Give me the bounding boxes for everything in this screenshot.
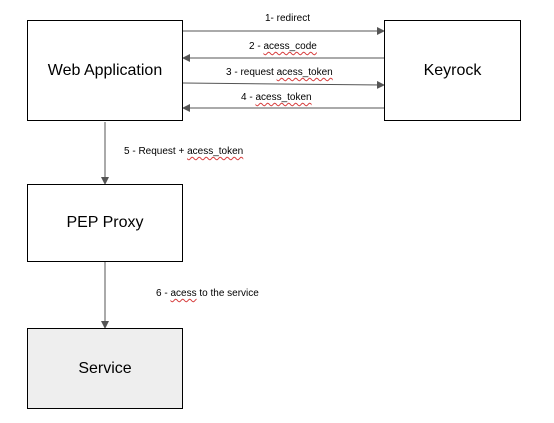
edge-label-access-service: 6 - acess to the service [156,288,259,299]
keyrock-label: Keyrock [423,61,482,79]
keyrock-node: Keyrock [384,20,521,121]
arrow-request-token [182,80,385,89]
service-node: Service [27,328,183,409]
edge-label-request-token: 3 - request acess_token [226,67,333,78]
service-label: Service [78,359,132,377]
edge-label-redirect: 1- redirect [265,13,311,24]
edge-label-access-code: 2 - acess_code [249,41,317,52]
pep-proxy-label: PEP Proxy [66,214,144,231]
web-application-label: Web Application [47,61,163,79]
edge-label-request-plus-token: 5 - Request + acess_token [124,146,244,157]
pep-proxy-node: PEP Proxy [27,184,183,262]
web-application-node: Web Application [27,20,183,121]
edge-label-access-token: 4 - acess_token [241,92,312,103]
